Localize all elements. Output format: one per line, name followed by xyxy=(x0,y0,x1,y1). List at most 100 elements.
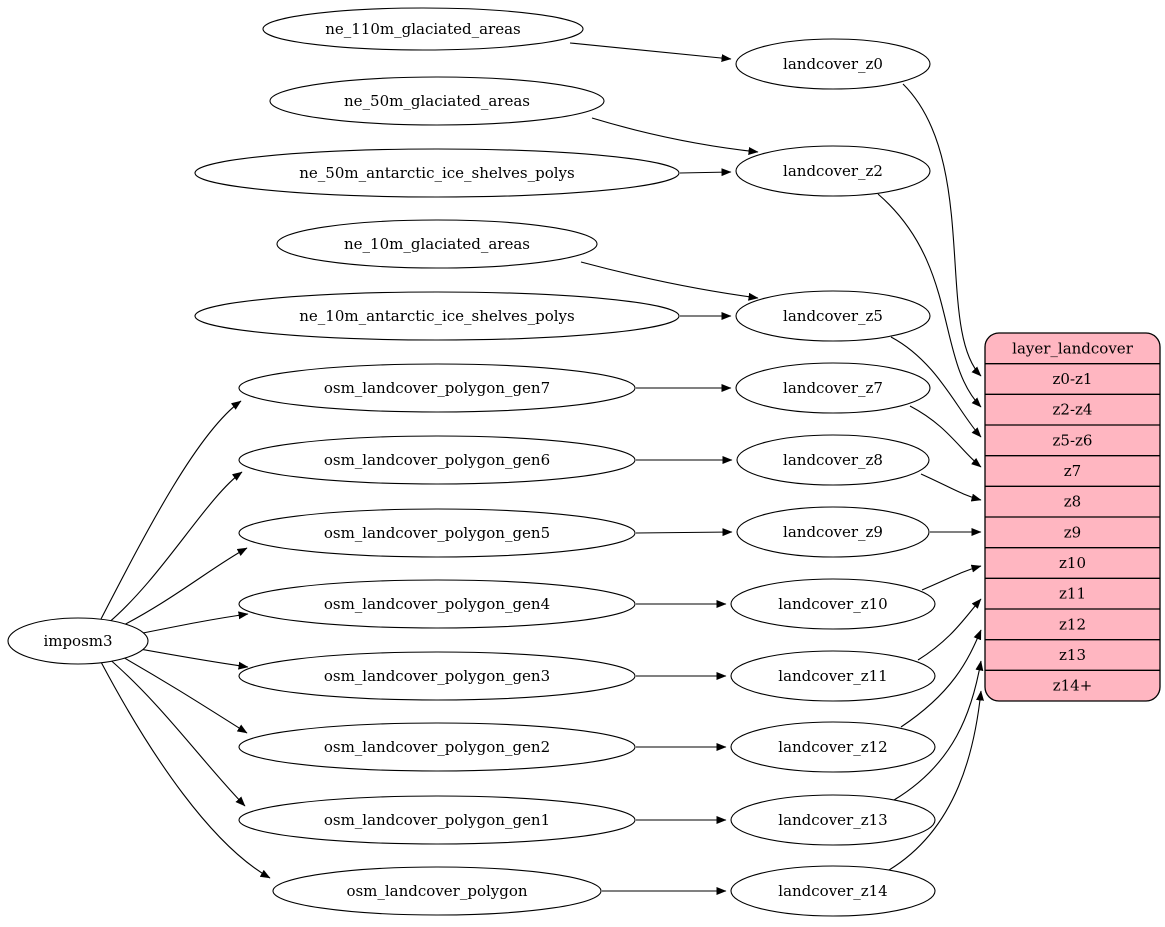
node-ne_50m_antarctic_ice_shelves_polys-shape xyxy=(194,148,680,198)
edge-landcover_z5--layer_landcover.z5-z6 xyxy=(890,336,982,438)
node-landcover_z13-label: landcover_z13 xyxy=(778,811,887,829)
node-landcover_z11-label: landcover_z11 xyxy=(778,667,887,685)
node-landcover_z8-shape xyxy=(736,434,930,486)
node-landcover_z2-shape xyxy=(735,145,931,197)
node-landcover_z10: landcover_z10 xyxy=(730,578,936,630)
node-landcover_z2: landcover_z2 xyxy=(735,145,931,197)
edge-imposm3--osm_landcover_polygon_gen5 xyxy=(113,547,248,631)
node-osm_landcover_polygon_gen2-shape xyxy=(238,722,636,772)
node-osm_landcover_polygon_gen6-shape xyxy=(238,435,636,485)
edge-landcover_z14--layer_landcover.z14+ xyxy=(888,690,984,871)
node-imposm3-label: imposm3 xyxy=(43,632,112,650)
node-ne_50m_glaciated_areas: ne_50m_glaciated_areas xyxy=(269,76,605,126)
edge-imposm3--osm_landcover_polygon xyxy=(100,661,271,879)
edge-ne_50m_antarctic_ice_shelves_polys--landcover_z2 xyxy=(679,168,732,177)
node-ne_10m_antarctic_ice_shelves_polys-shape xyxy=(194,291,680,341)
record-title: layer_landcover xyxy=(1012,339,1134,357)
edge-landcover_z2--layer_landcover.z2-z4 xyxy=(877,193,982,408)
node-landcover_z11: landcover_z11 xyxy=(730,650,936,702)
node-landcover_z7: landcover_z7 xyxy=(735,362,931,414)
edge-landcover_z8--layer_landcover.z8 xyxy=(920,473,982,502)
node-landcover_z12-label: landcover_z12 xyxy=(778,738,887,756)
node-landcover_z9-label: landcover_z9 xyxy=(783,523,883,541)
node-landcover_z9: landcover_z9 xyxy=(736,506,930,558)
record-row-z11: z11 xyxy=(1059,585,1086,603)
node-landcover_z13-shape xyxy=(730,794,936,846)
node-ne_10m_antarctic_ice_shelves_polys: ne_10m_antarctic_ice_shelves_polys xyxy=(194,291,680,341)
edge-landcover_z10--layer_landcover.z10 xyxy=(921,564,982,591)
edge-landcover_z13--layer_landcover.z13 xyxy=(893,660,984,801)
record-row-z9: z9 xyxy=(1064,523,1081,541)
node-landcover_z10-label: landcover_z10 xyxy=(778,595,887,613)
node-osm_landcover_polygon-label: osm_landcover_polygon xyxy=(346,882,527,900)
node-ne_10m_glaciated_areas-label: ne_10m_glaciated_areas xyxy=(344,235,530,253)
record-row-z7: z7 xyxy=(1064,462,1081,480)
node-ne_10m_glaciated_areas-shape xyxy=(276,219,598,269)
record-row-z8: z8 xyxy=(1064,493,1081,511)
node-osm_landcover_polygon_gen3-label: osm_landcover_polygon_gen3 xyxy=(324,667,550,685)
edge-landcover_z12--layer_landcover.z12 xyxy=(900,629,982,728)
node-imposm3-shape xyxy=(7,617,149,665)
record-layer_landcover: layer_landcoverz0-z1z2-z4z5-z6z7z8z9z10z… xyxy=(984,332,1161,702)
edges-layer xyxy=(100,42,984,895)
node-landcover_z13: landcover_z13 xyxy=(730,794,936,846)
node-ne_50m_antarctic_ice_shelves_polys-label: ne_50m_antarctic_ice_shelves_polys xyxy=(299,164,574,182)
edge-imposm3--osm_landcover_polygon_gen1 xyxy=(106,656,246,807)
edge-imposm3--osm_landcover_polygon_gen2 xyxy=(113,651,248,734)
record-row-z12: z12 xyxy=(1059,615,1086,633)
node-landcover_z5-label: landcover_z5 xyxy=(783,307,883,325)
node-landcover_z5-shape xyxy=(735,290,931,342)
node-landcover_z12-shape xyxy=(730,721,936,773)
node-landcover_z0: landcover_z0 xyxy=(735,38,931,90)
node-landcover_z9-shape xyxy=(736,506,930,558)
node-landcover_z14: landcover_z14 xyxy=(730,865,936,917)
node-ne_110m_glaciated_areas-label: ne_110m_glaciated_areas xyxy=(325,20,521,38)
node-landcover_z11-shape xyxy=(730,650,936,702)
node-landcover_z8-label: landcover_z8 xyxy=(783,451,883,469)
edge-osm_landcover_polygon_gen5--landcover_z9 xyxy=(635,528,733,537)
node-ne_10m_antarctic_ice_shelves_polys-label: ne_10m_antarctic_ice_shelves_polys xyxy=(299,307,574,325)
record-row-z2-z4: z2-z4 xyxy=(1053,401,1093,419)
node-ne_50m_glaciated_areas-shape xyxy=(269,76,605,126)
node-landcover_z7-shape xyxy=(735,362,931,414)
node-ne_50m_antarctic_ice_shelves_polys: ne_50m_antarctic_ice_shelves_polys xyxy=(194,148,680,198)
edge-landcover_z0--layer_landcover.z0-z1 xyxy=(902,83,982,377)
node-ne_110m_glaciated_areas-shape xyxy=(262,7,584,51)
record-row-z14+: z14+ xyxy=(1053,677,1093,695)
node-landcover_z12: landcover_z12 xyxy=(730,721,936,773)
node-landcover_z0-shape xyxy=(735,38,931,90)
node-osm_landcover_polygon_gen5-shape xyxy=(238,508,636,558)
node-landcover_z10-shape xyxy=(730,578,936,630)
edge-ne_110m_glaciated_areas--landcover_z0 xyxy=(569,42,732,63)
node-landcover_z14-shape xyxy=(730,865,936,917)
node-osm_landcover_polygon_gen1-label: osm_landcover_polygon_gen1 xyxy=(324,811,550,829)
node-imposm3: imposm3 xyxy=(7,617,149,665)
record-row-z5-z6: z5-z6 xyxy=(1053,431,1093,449)
node-landcover_z8: landcover_z8 xyxy=(736,434,930,486)
node-osm_landcover_polygon_gen1: osm_landcover_polygon_gen1 xyxy=(238,795,636,845)
edge-landcover_z7--layer_landcover.z7 xyxy=(909,405,982,468)
node-osm_landcover_polygon_gen3-shape xyxy=(238,651,636,701)
edge-landcover_z11--layer_landcover.z11 xyxy=(917,598,982,661)
node-ne_110m_glaciated_areas: ne_110m_glaciated_areas xyxy=(262,7,584,51)
node-landcover_z0-label: landcover_z0 xyxy=(783,55,883,73)
node-osm_landcover_polygon_gen1-shape xyxy=(238,795,636,845)
node-osm_landcover_polygon_gen4-label: osm_landcover_polygon_gen4 xyxy=(324,595,550,613)
node-landcover_z2-label: landcover_z2 xyxy=(783,162,883,180)
node-landcover_z5: landcover_z5 xyxy=(735,290,931,342)
node-osm_landcover_polygon_gen4-shape xyxy=(238,579,636,629)
node-ne_50m_glaciated_areas-label: ne_50m_glaciated_areas xyxy=(344,92,530,110)
node-ne_10m_glaciated_areas: ne_10m_glaciated_areas xyxy=(276,219,598,269)
node-osm_landcover_polygon_gen6-label: osm_landcover_polygon_gen6 xyxy=(324,451,550,469)
node-osm_landcover_polygon_gen2: osm_landcover_polygon_gen2 xyxy=(238,722,636,772)
record-layer: layer_landcoverz0-z1z2-z4z5-z6z7z8z9z10z… xyxy=(984,332,1161,702)
node-osm_landcover_polygon_gen2-label: osm_landcover_polygon_gen2 xyxy=(324,738,550,756)
node-osm_landcover_polygon_gen4: osm_landcover_polygon_gen4 xyxy=(238,579,636,629)
record-row-z13: z13 xyxy=(1059,646,1086,664)
node-osm_landcover_polygon_gen3: osm_landcover_polygon_gen3 xyxy=(238,651,636,701)
record-row-z0-z1: z0-z1 xyxy=(1053,370,1093,388)
node-osm_landcover_polygon_gen7-label: osm_landcover_polygon_gen7 xyxy=(324,379,550,397)
node-landcover_z14-label: landcover_z14 xyxy=(778,882,887,900)
